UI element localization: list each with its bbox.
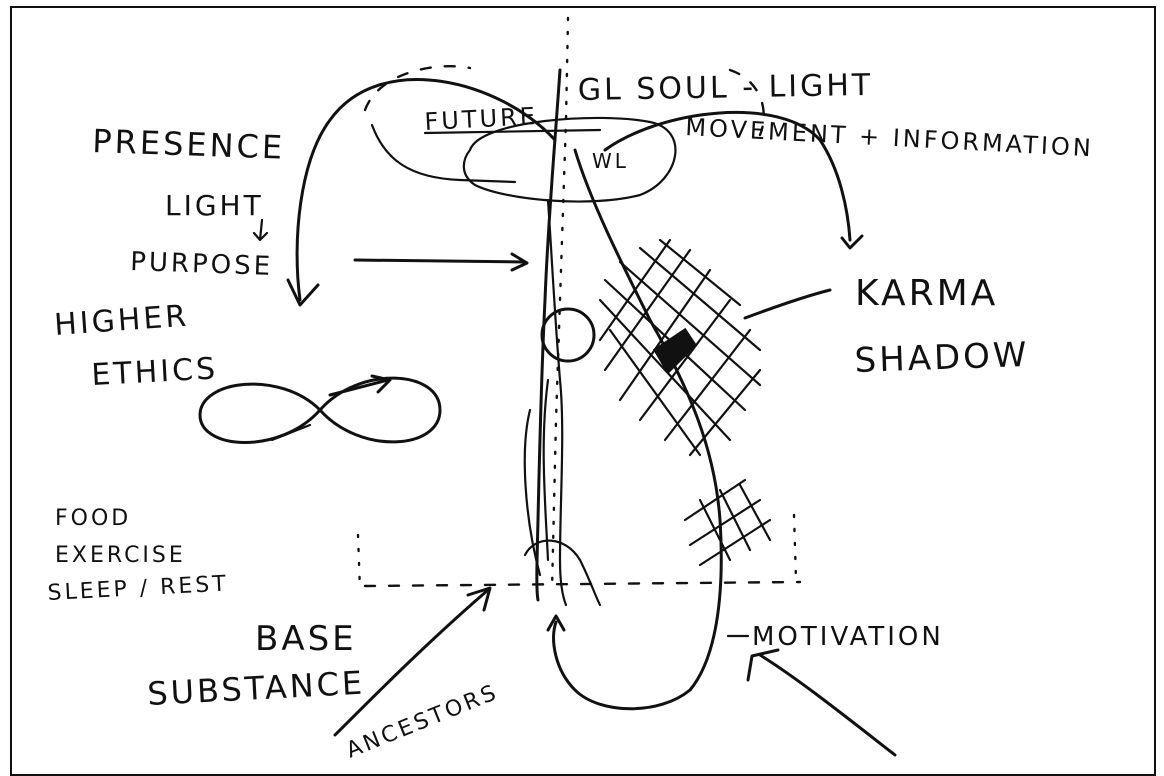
stem-loop: [544, 380, 548, 560]
infinity-arrow-bottom: [272, 425, 310, 440]
lower-hatching: [685, 480, 770, 565]
top-arc-dashed: [365, 66, 470, 110]
motivation-arrow: [760, 655, 895, 755]
label-sleep-rest: SLEEP / REST: [47, 572, 229, 606]
infinity-arrow-top: [330, 376, 390, 395]
purpose-arrow: [355, 260, 525, 262]
base-line-dashed: [365, 582, 800, 586]
right-vertical-dotted: [794, 515, 796, 580]
presence-arrowhead: [288, 280, 318, 305]
infinity-symbol: [200, 378, 440, 442]
central-stem-right: [554, 150, 722, 709]
label-light: LIGHT: [165, 189, 264, 222]
label-motivation: MOTIVATION: [752, 622, 944, 652]
karma-pointer-line: [745, 290, 830, 318]
label-karma: KARMA: [855, 273, 998, 314]
label-ancestors: ANCESTORS: [343, 680, 502, 764]
left-vertical-dotted: [358, 535, 360, 590]
label-shadow: SHADOW: [854, 335, 1030, 381]
label-food: FOOD: [55, 506, 131, 531]
label-presence: PRESENCE: [92, 122, 286, 167]
label-higher: HIGHER: [53, 299, 190, 343]
label-exercise: EXERCISE: [55, 543, 186, 568]
label-movement-information: MOVEMENT + INFORMATION: [685, 113, 1095, 162]
stem-circle: [542, 309, 594, 361]
label-base: BASE: [255, 619, 357, 659]
karma-arrowhead: [842, 236, 862, 248]
label-wl: WL: [592, 149, 629, 173]
label-ethics: ETHICS: [91, 351, 219, 393]
light-purpose-arrow: [254, 220, 267, 240]
label-purpose: PURPOSE: [130, 247, 274, 282]
label-substance: SUBSTANCE: [146, 664, 366, 713]
label-soul-light: GL SOUL - LIGHT: [578, 68, 874, 108]
label-future: FUTURE: [424, 102, 539, 136]
